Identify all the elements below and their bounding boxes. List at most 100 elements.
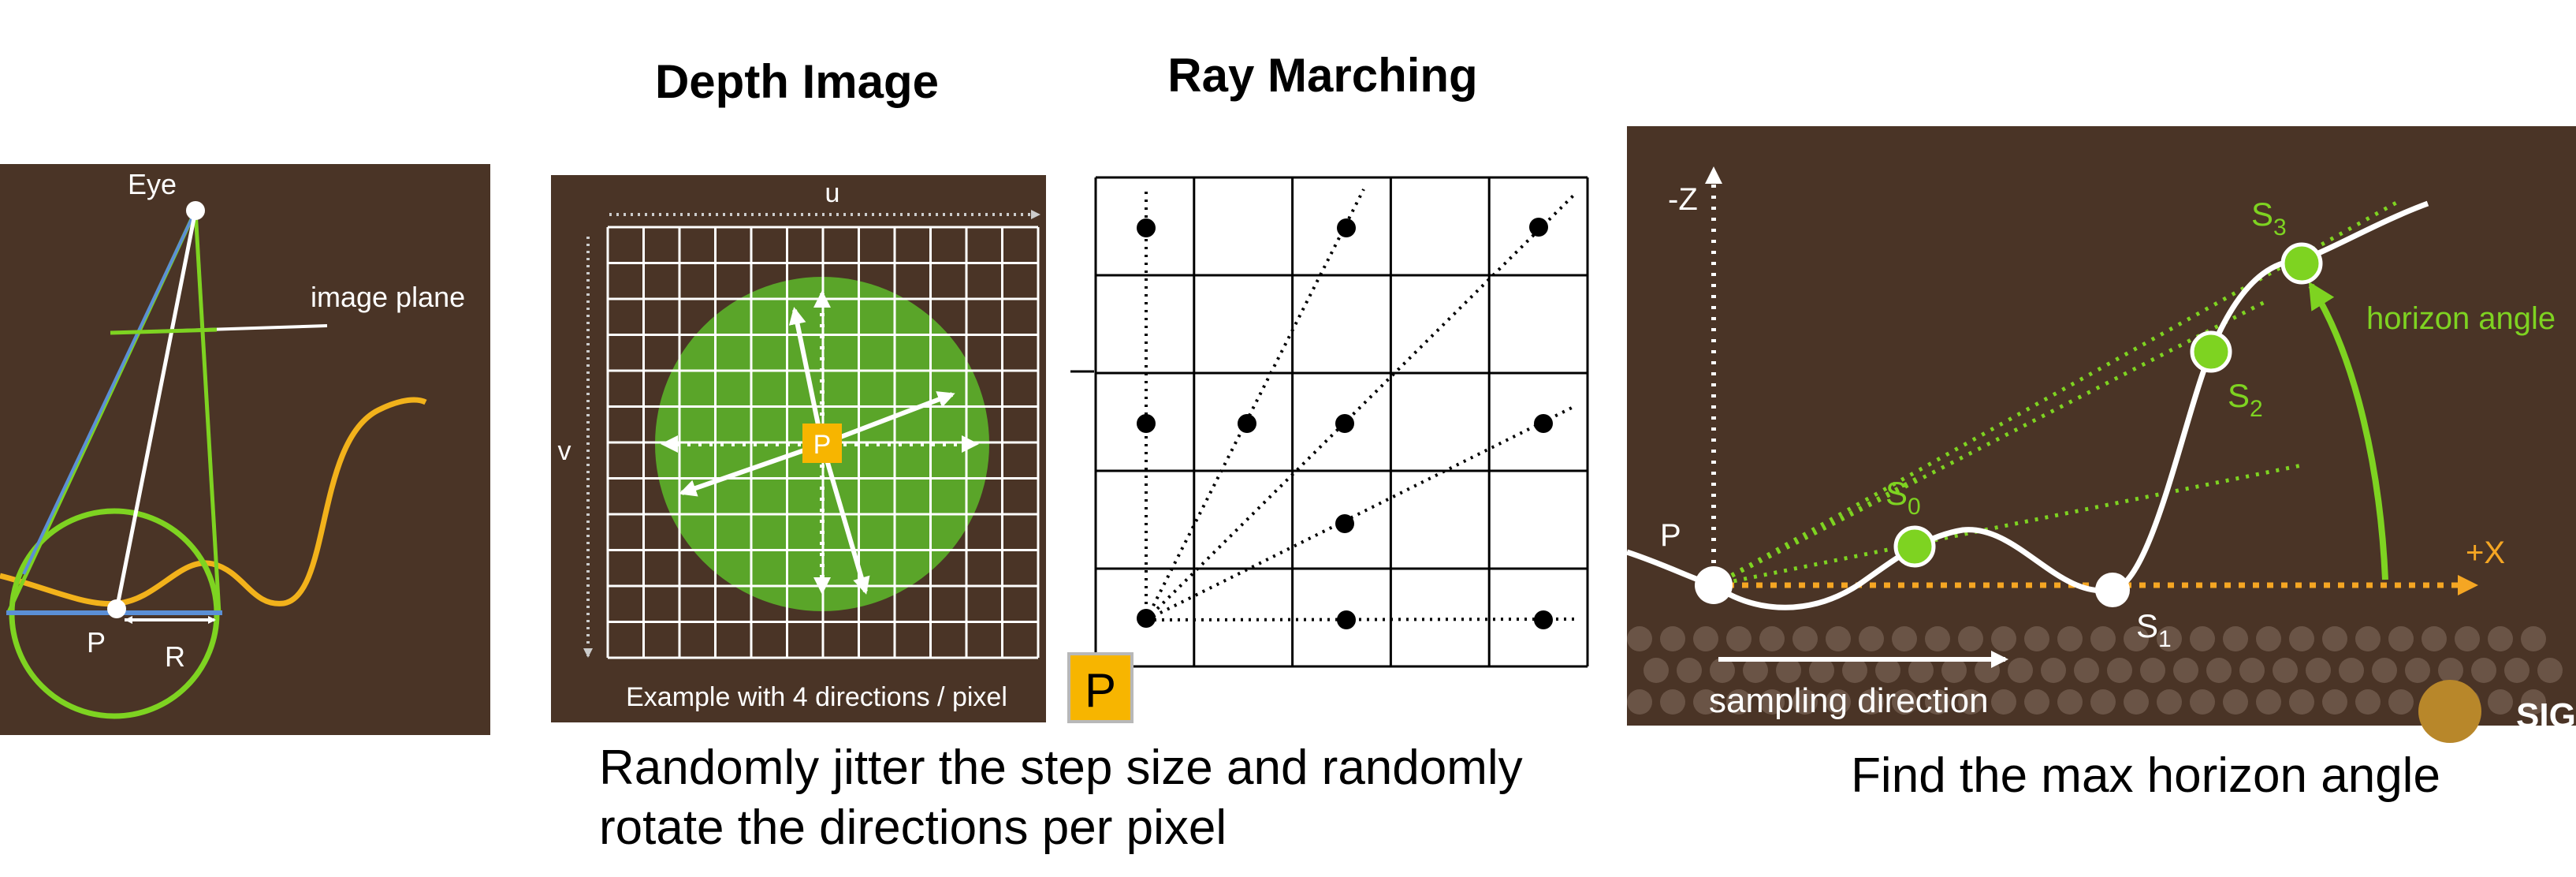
- horizon-panel: SIG -Z +X P S0 S1 S2 S3 horizon angle sa…: [1625, 126, 2576, 743]
- decor-dot: [1859, 689, 1884, 715]
- line-secondary: [1713, 463, 2302, 588]
- depth-image-title: Depth Image: [655, 55, 939, 108]
- ray-diagonal: [1145, 192, 1576, 621]
- decor-dot: [2322, 689, 2347, 715]
- decor-dot: [2057, 689, 2083, 715]
- decor-dot: [1958, 689, 1983, 715]
- decor-dot: [1644, 658, 1669, 683]
- u-axis-label: u: [825, 178, 840, 208]
- sample-s1: [2095, 573, 2130, 607]
- decor-dot: [2190, 626, 2215, 651]
- decor-dot: [2355, 626, 2381, 651]
- decor-dot: [2041, 658, 2066, 683]
- view-ray-line: [114, 210, 198, 610]
- decor-dot: [2537, 658, 2563, 683]
- center-pixel-label: P: [813, 430, 832, 460]
- decor-dot: [1726, 689, 1751, 715]
- logo-text: SIG: [2516, 696, 2576, 735]
- p-label: P: [1660, 518, 1681, 553]
- line-to-s2: [1712, 299, 2268, 588]
- eye-diagram-background: [0, 164, 490, 735]
- decor-dot: [2206, 658, 2232, 683]
- decor-dot: [1693, 626, 1718, 651]
- decor-dot: [2223, 626, 2248, 651]
- decor-dot: [1941, 658, 1967, 683]
- ray-shallow: [1145, 405, 1576, 621]
- caption-right: Find the max horizon angle: [1851, 748, 2440, 803]
- decor-dot: [2455, 626, 2480, 651]
- decor-dot: [1693, 689, 1718, 715]
- decor-dot: [2273, 658, 2298, 683]
- ray-grid: [1094, 176, 1589, 668]
- sample-point: [1335, 514, 1354, 533]
- decorative-dots: [1627, 626, 2563, 715]
- decor-dot: [2090, 626, 2116, 651]
- ray-steep: [1145, 188, 1365, 621]
- depth-image-panel: u v P Example with 4 directions / pixel: [551, 175, 1046, 722]
- decor-dot: [2372, 658, 2397, 683]
- decor-dot: [1710, 658, 1735, 683]
- ray-origin-point: [1137, 609, 1156, 628]
- decor-dot: [1627, 689, 1652, 715]
- decor-dot: [2107, 658, 2132, 683]
- decor-dot: [2438, 658, 2463, 683]
- decor-dot: [1792, 689, 1818, 715]
- decor-dot: [1892, 689, 1917, 715]
- decor-dot: [2190, 689, 2215, 715]
- decor-dot: [2339, 658, 2364, 683]
- s0-label: S0: [1885, 475, 1921, 520]
- sample-point: [1529, 218, 1548, 237]
- decor-dot: [2388, 689, 2414, 715]
- caption-line-1: Randomly jitter the step size and random…: [599, 741, 1523, 795]
- sample-point: [1534, 414, 1553, 433]
- s1-label: S1: [2136, 607, 2172, 652]
- p-badge: [1067, 652, 1134, 723]
- sample-s3: [2280, 242, 2323, 285]
- ray-sample-points: [1137, 218, 1553, 629]
- ray-horizontal: [1145, 618, 1580, 621]
- decor-dot: [1875, 658, 1900, 683]
- decor-dot: [2521, 626, 2546, 651]
- sample-point: [1534, 610, 1553, 629]
- sample-point: [1137, 218, 1156, 237]
- decor-dot: [2157, 689, 2182, 715]
- decor-dot: [1925, 689, 1950, 715]
- decor-dot: [1627, 626, 1652, 651]
- decor-dot: [1958, 626, 1983, 651]
- sample-point: [1335, 414, 1354, 433]
- frustum-right-line: [193, 210, 221, 614]
- image-plane-label: image plane: [311, 281, 465, 313]
- decor-dot: [1991, 626, 2016, 651]
- caption-line-2: rotate the directions per pixel: [599, 800, 1227, 855]
- decor-dot: [2322, 626, 2347, 651]
- point-p: [107, 599, 126, 618]
- decor-dot: [1859, 626, 1884, 651]
- decor-dot: [2008, 658, 2033, 683]
- horizon-angle-arc: [2308, 281, 2388, 580]
- sample-s0: [1893, 525, 1936, 568]
- decor-dot: [2488, 689, 2513, 715]
- line-to-s3: [1712, 200, 2398, 588]
- r-label: R: [165, 640, 185, 673]
- decor-dot: [2074, 658, 2099, 683]
- decor-dot: [1842, 658, 1867, 683]
- ray-marching-title: Ray Marching: [1167, 49, 1477, 102]
- sample-point: [1137, 414, 1156, 433]
- sample-point: [1337, 218, 1356, 237]
- p-label: P: [87, 626, 106, 659]
- decor-dot: [1908, 658, 1934, 683]
- decor-dot: [1991, 689, 2016, 715]
- sample-point: [1337, 610, 1356, 629]
- decor-dot: [2090, 689, 2116, 715]
- decor-dot: [2488, 626, 2513, 651]
- rotated-direction-left: [679, 442, 823, 497]
- decor-dot: [2289, 689, 2314, 715]
- logo-emblem: [2418, 680, 2481, 743]
- sample-s2: [2190, 330, 2232, 373]
- decor-dot: [2388, 626, 2414, 651]
- decor-dot: [1759, 626, 1785, 651]
- decor-dot: [2306, 658, 2331, 683]
- ray-marching-panel: P: [1067, 176, 1589, 723]
- eye-label: Eye: [128, 168, 177, 200]
